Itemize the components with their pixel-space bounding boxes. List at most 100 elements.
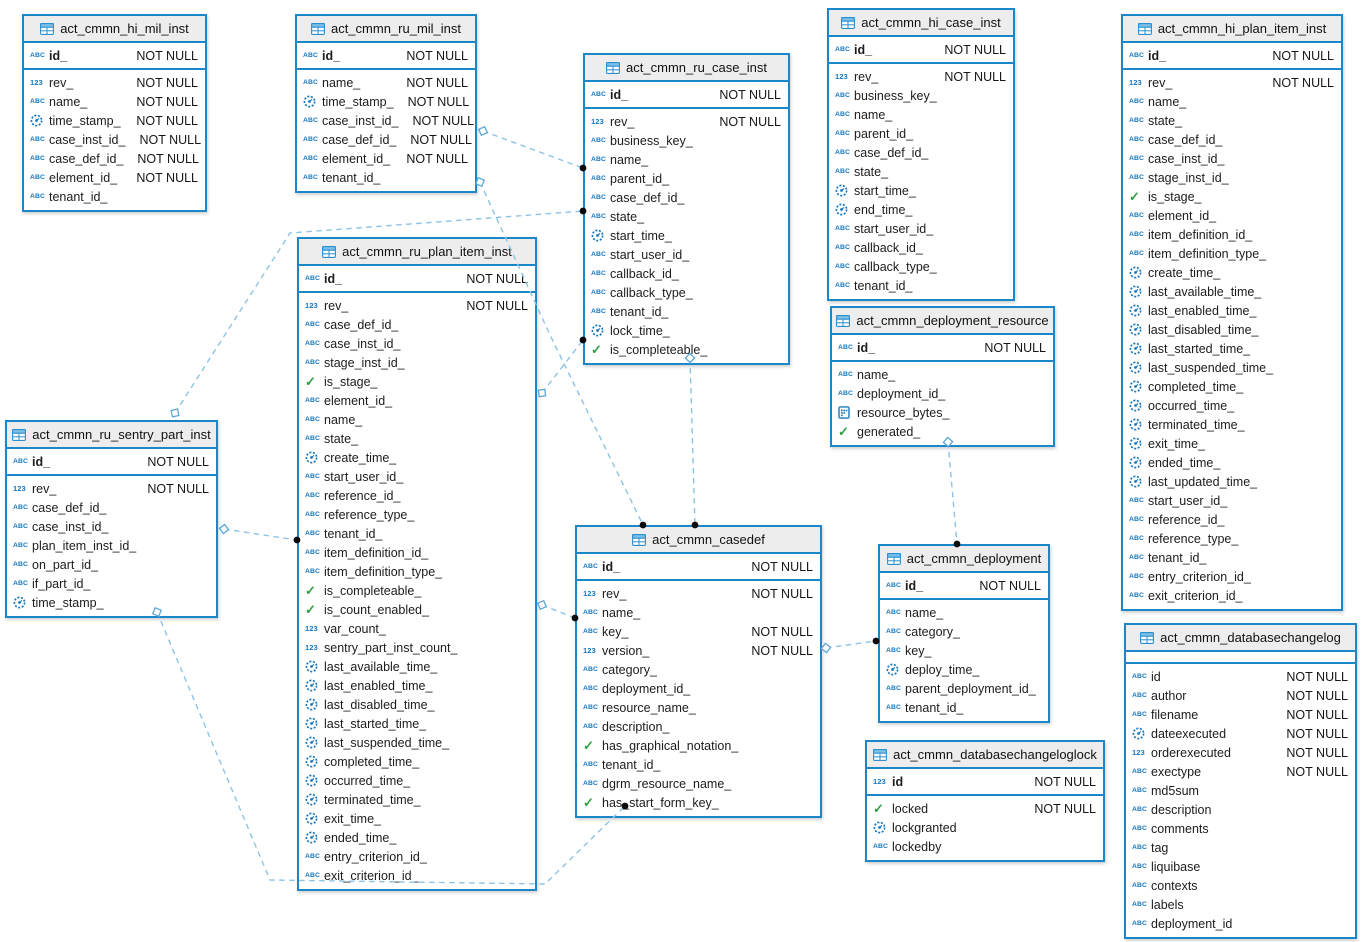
column-row-time_stamp_[interactable]: time_stamp_NOT NULL [24,111,205,130]
table-header[interactable]: act_cmmn_casedef [577,527,820,554]
column-row-start_time_[interactable]: start_time_ [585,226,788,245]
table-header[interactable]: act_cmmn_hi_mil_inst [24,16,205,43]
relationship-act_cmmn_deployment_resource--act_cmmn_deployment[interactable] [942,436,961,548]
column-row-last_available_time_[interactable]: last_available_time_ [1123,282,1341,301]
column-row-generated_[interactable]: ✓generated_ [832,422,1053,441]
table-header[interactable]: act_cmmn_deployment_resource [832,308,1053,335]
column-row-last_enabled_time_[interactable]: last_enabled_time_ [299,676,535,695]
column-row-occurred_time_[interactable]: occurred_time_ [1123,396,1341,415]
column-row-deploy_time_[interactable]: deploy_time_ [880,660,1048,679]
table-header[interactable]: act_cmmn_ru_sentry_part_inst [7,422,216,449]
relationship-act_cmmn_casedef--act_cmmn_deployment[interactable] [820,637,880,654]
column-row-completed_time_[interactable]: completed_time_ [299,752,535,771]
column-row-create_time_[interactable]: create_time_ [1123,263,1341,282]
column-row-end_time_[interactable]: end_time_ [829,200,1013,219]
table-header[interactable]: act_cmmn_ru_case_inst [585,55,788,82]
relationship-act_cmmn_ru_plan_item_inst--act_cmmn_casedef[interactable] [536,599,579,622]
table-header[interactable]: act_cmmn_hi_case_inst [829,10,1013,37]
column-row-start_time_[interactable]: start_time_ [829,181,1013,200]
column-row-lock_time_[interactable]: lock_time_ [585,321,788,340]
table-header[interactable]: act_cmmn_hi_plan_item_inst [1123,16,1341,43]
column-row-ended_time_[interactable]: ended_time_ [1123,453,1341,472]
table-header[interactable]: act_cmmn_databasechangeloglock [867,742,1103,769]
column-row-is_stage_[interactable]: ✓is_stage_ [299,372,535,391]
column-row-last_disabled_time_[interactable]: last_disabled_time_ [1123,320,1341,339]
column-row-last_suspended_time_[interactable]: last_suspended_time_ [1123,358,1341,377]
column-row-time_stamp_[interactable]: time_stamp_ [7,593,216,612]
column-row-terminated_time_[interactable]: terminated_time_ [299,790,535,809]
column-row-has_start_form_key_[interactable]: ✓has_start_form_key_ [577,793,820,812]
column-row-last_available_time_[interactable]: last_available_time_ [299,657,535,676]
table-header[interactable]: act_cmmn_deployment [880,546,1048,573]
column-row-is_completeable_[interactable]: ✓is_completeable_ [585,340,788,359]
column-row-exit_time_[interactable]: exit_time_ [1123,434,1341,453]
table-header[interactable]: act_cmmn_ru_mil_inst [297,16,475,43]
